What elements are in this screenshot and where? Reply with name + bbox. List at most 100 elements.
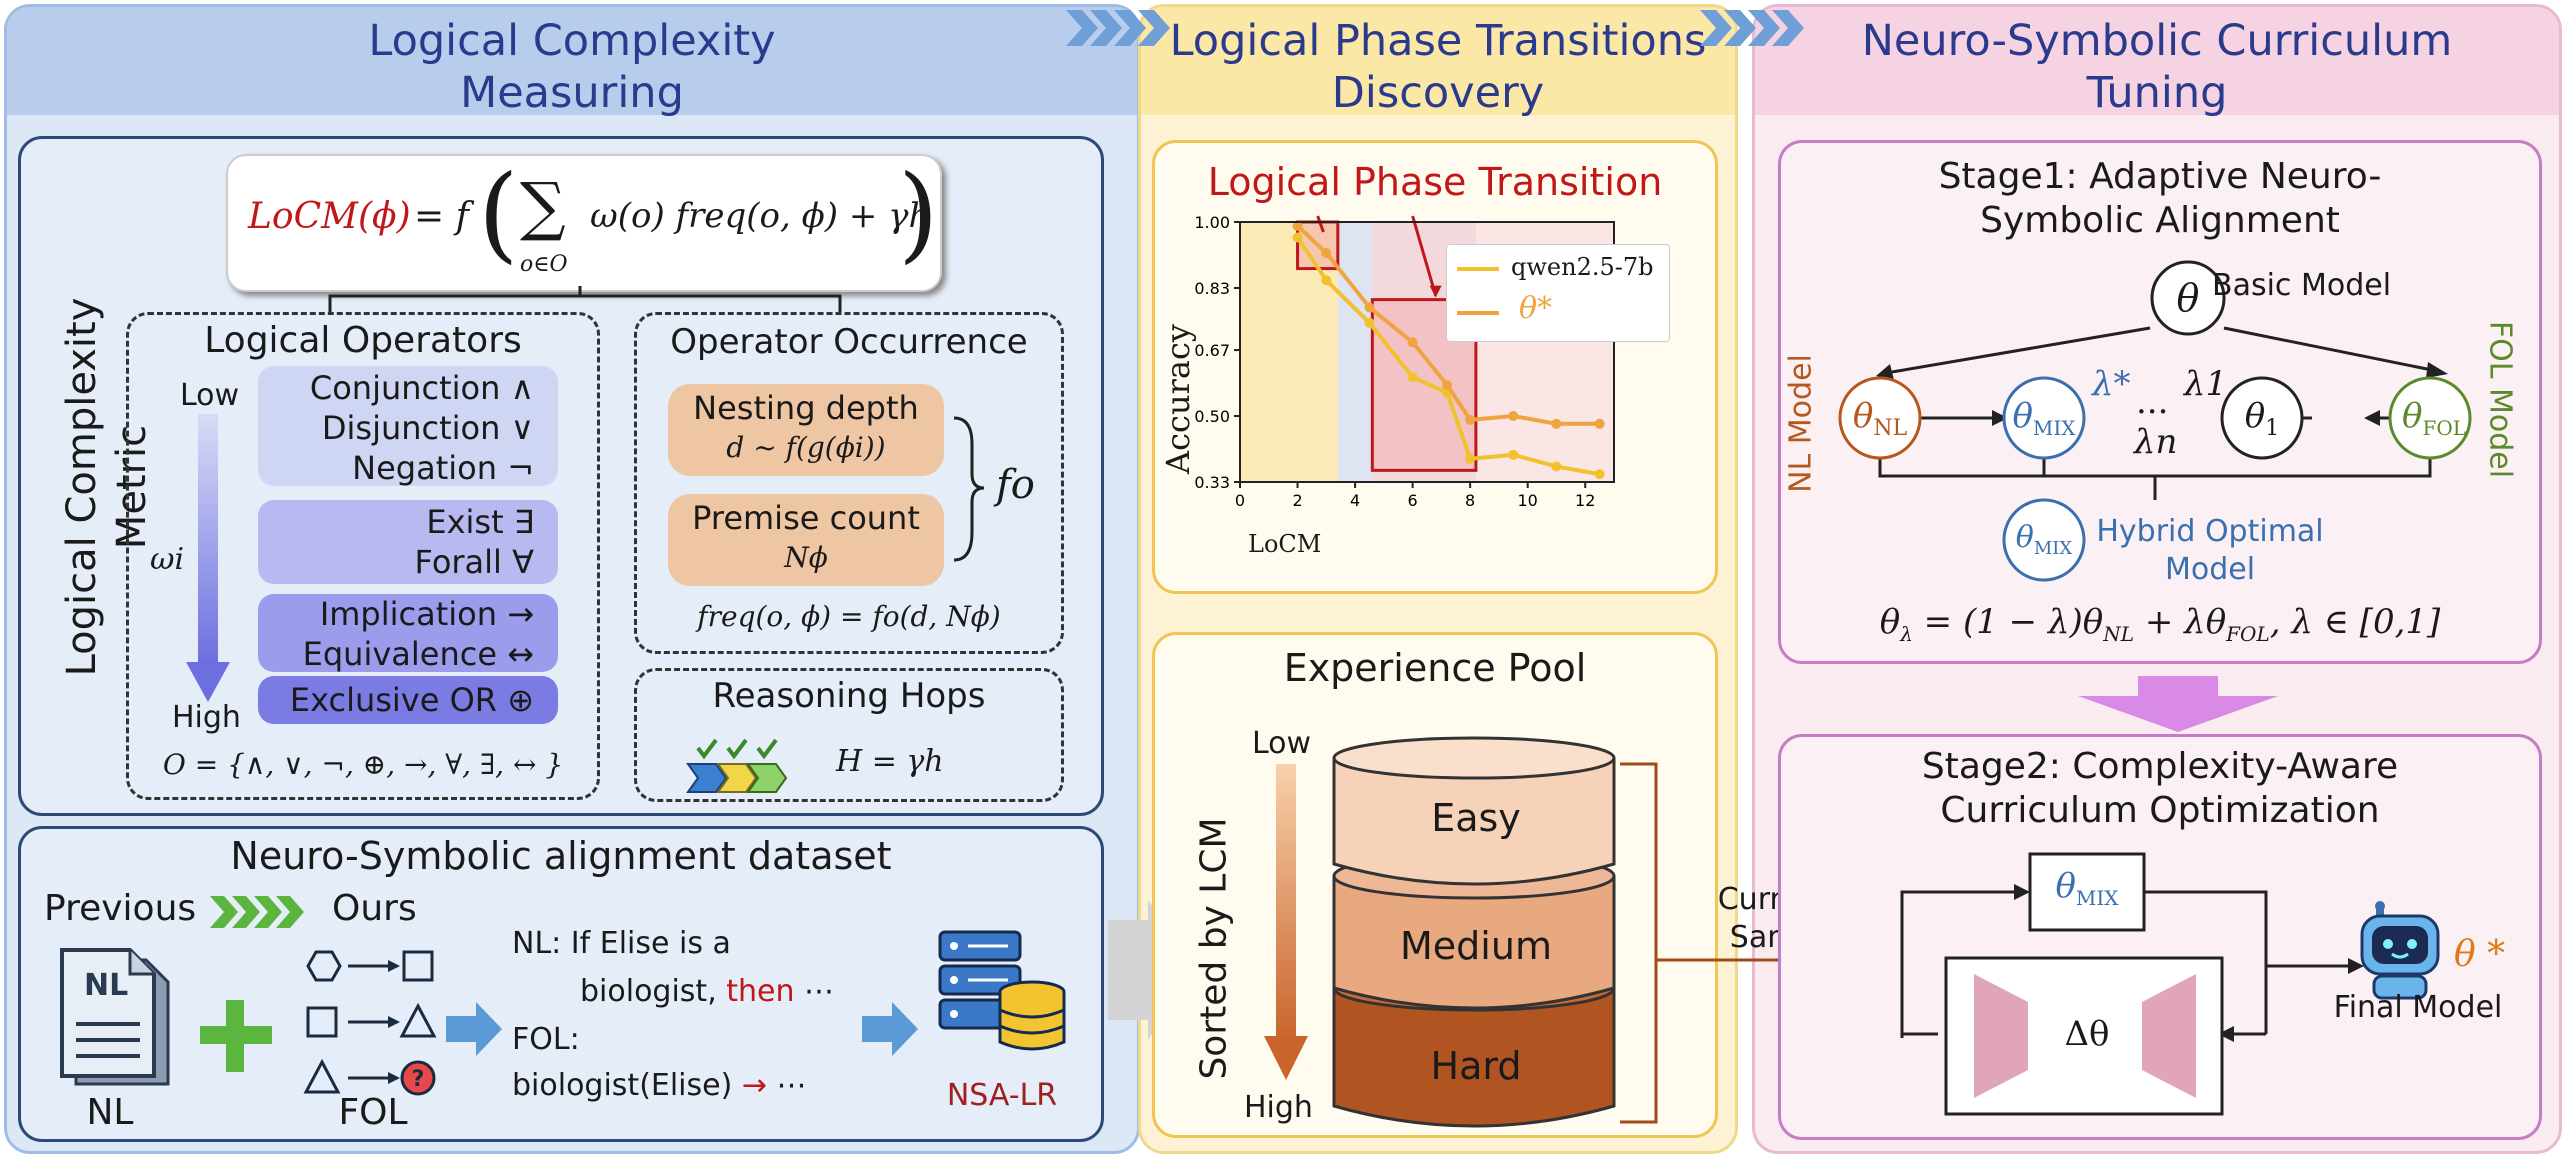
stage1-graph (1838, 260, 2472, 582)
basic-model-label: Basic Model (2212, 268, 2392, 303)
series-1-point (1551, 461, 1562, 472)
fol-model-label: FOL Model (2482, 320, 2518, 479)
premise-label: Premise count (692, 499, 920, 537)
left-title-line2: Measuring (460, 68, 684, 118)
series-1-point (1465, 453, 1476, 464)
y-tick-label: 0.83 (1194, 279, 1230, 298)
op-implication: Implication → (319, 595, 534, 633)
middle-title-line2: Discovery (1331, 68, 1545, 118)
high-label: High (172, 700, 241, 735)
fo-label: fo (996, 462, 1035, 508)
nl-example-2c: ⋯ (794, 974, 835, 1009)
lambda-n: λn (2134, 422, 2178, 462)
legend-swatch-2 (1457, 311, 1499, 315)
hops-title: Reasoning Hops (712, 676, 986, 716)
y-tick-label: 0.67 (1194, 341, 1230, 360)
nl-model-label: NL Model (1783, 354, 1819, 493)
stage1-dots: ... (2136, 382, 2169, 422)
nesting-label: Nesting depth (693, 389, 919, 427)
pool-medium: Medium (1400, 924, 1552, 968)
f-sub-fol: FOL (2226, 621, 2270, 646)
stage2-theta-mix: θMIX (2055, 866, 2119, 910)
chevron-arrows-1 (1066, 10, 1170, 46)
dataset-box (18, 826, 1104, 1142)
chevron-arrows-2 (1700, 10, 1804, 46)
database-icon (938, 930, 1066, 1051)
locm-formula: LoCM(ϕ) = f ( ∑ o∈O ω(o) freq(o, ϕ) + γh… (226, 154, 942, 292)
operator-occurrence-box (634, 312, 1064, 654)
series-2-point (1551, 418, 1562, 429)
chart-xlabel: LoCM (1248, 530, 1322, 558)
op-group-2: Exist ∃ Forall ∀ (258, 500, 558, 584)
series-1-point (1407, 372, 1418, 383)
metric-vertical-label: Logical Complexity Metric (59, 297, 155, 677)
low-label: Low (180, 378, 240, 413)
x-tick-label: 6 (1408, 491, 1418, 510)
logical-operators-box (126, 312, 600, 800)
robot-icon (2360, 901, 2440, 1000)
database-label: NSA-LR (946, 1078, 1058, 1113)
series-1-point (1594, 469, 1605, 480)
series-2-point (1364, 302, 1375, 313)
title-pointer-2-head (1429, 285, 1442, 298)
premise-symbol: Nϕ (784, 541, 828, 574)
operator-set: O = {∧, ∨, ¬, ⊕, →, ∀, ∃, ↔ } (162, 748, 564, 781)
op-group-4: Exclusive OR ⊕ (258, 676, 558, 724)
theta-mix-hybrid-sub: MIX (2033, 538, 2073, 559)
plot-frame (1239, 221, 1615, 483)
theta-1-node: θ1 (2244, 396, 2280, 441)
right-paren: ) (898, 152, 939, 274)
theta-nl-node: θNL (1852, 396, 1908, 441)
pool-cylinders (1332, 736, 1616, 1128)
operators-title: Logical Operators (204, 320, 522, 361)
formula-body: ω(o) freq(o, ϕ) + γh (590, 196, 931, 236)
blue-arrow-1 (446, 1002, 502, 1056)
nl-example-2a: biologist, (580, 974, 727, 1009)
green-chevrons (210, 896, 304, 928)
series-2-point (1442, 379, 1453, 390)
legend-label-2: θ* (1519, 291, 1553, 326)
series-1-point (1292, 232, 1303, 243)
fo-brace (953, 416, 985, 562)
theta-fol-sub: FOL (2422, 415, 2467, 440)
nl-label: NL (86, 1092, 134, 1133)
x-tick-label: 2 (1292, 491, 1302, 510)
right-title-line2: Tuning (2086, 68, 2228, 118)
fol-example-line1: FOL: (512, 1022, 580, 1057)
stage1-theta: θ (2176, 276, 2200, 320)
series-2-point (1407, 337, 1418, 348)
freq-definition: freq(o, ϕ) = fo(d, Nϕ) (697, 600, 1001, 633)
right-title-line1: Neuro-Symbolic Curriculum (1861, 16, 2453, 66)
theta-mix-hybrid-node: θMIX (2015, 520, 2073, 559)
pool-sorted-label: Sorted by LCM (1193, 817, 1235, 1080)
nesting-depth-pill: Nesting depth d ~ f(g(ϕi)) (668, 384, 944, 476)
series-2-point (1508, 411, 1519, 422)
stage2-title-1: Stage2: Complexity-Aware (1921, 746, 2399, 787)
stage2-theta-mix-sub: MIX (2075, 885, 2119, 910)
theta-nl-sub: NL (1873, 415, 1908, 441)
fol-shapes-icon: ? (303, 950, 437, 1096)
theta-mix-sub: MIX (2032, 415, 2076, 440)
pool-bracket (1620, 762, 1658, 1124)
left-paren: ( (478, 152, 519, 274)
gradient-arrow (186, 414, 230, 702)
phase-band-2 (1337, 222, 1373, 482)
formula-connector (328, 286, 842, 314)
series-1-point (1321, 275, 1332, 286)
formula-lhs: LoCM(ϕ) (248, 196, 411, 237)
legend-swatch-1 (1457, 267, 1499, 271)
nl-example-line1: NL: If Elise is a (512, 926, 731, 961)
lambda-star: λ* (2092, 364, 2131, 404)
final-model-label: Final Model (2333, 990, 2503, 1025)
x-tick-label: 0 (1235, 491, 1245, 510)
lambda-1: λ1 (2184, 364, 2228, 404)
op-forall: Forall ∀ (414, 543, 534, 581)
nl-example-then: then (726, 974, 795, 1009)
op-negation: Negation ¬ (352, 449, 534, 487)
chart-ylabel: Accuracy (1159, 324, 1197, 474)
op-group-1: Conjunction ∧ Disjunction ∨ Negation ¬ (258, 366, 558, 487)
fol-label: FOL (338, 1092, 408, 1133)
formula-sum: ∑ (520, 170, 566, 244)
premise-count-pill: Premise count Nϕ (668, 494, 944, 586)
stage2-title-2: Curriculum Optimization (1940, 790, 2380, 831)
